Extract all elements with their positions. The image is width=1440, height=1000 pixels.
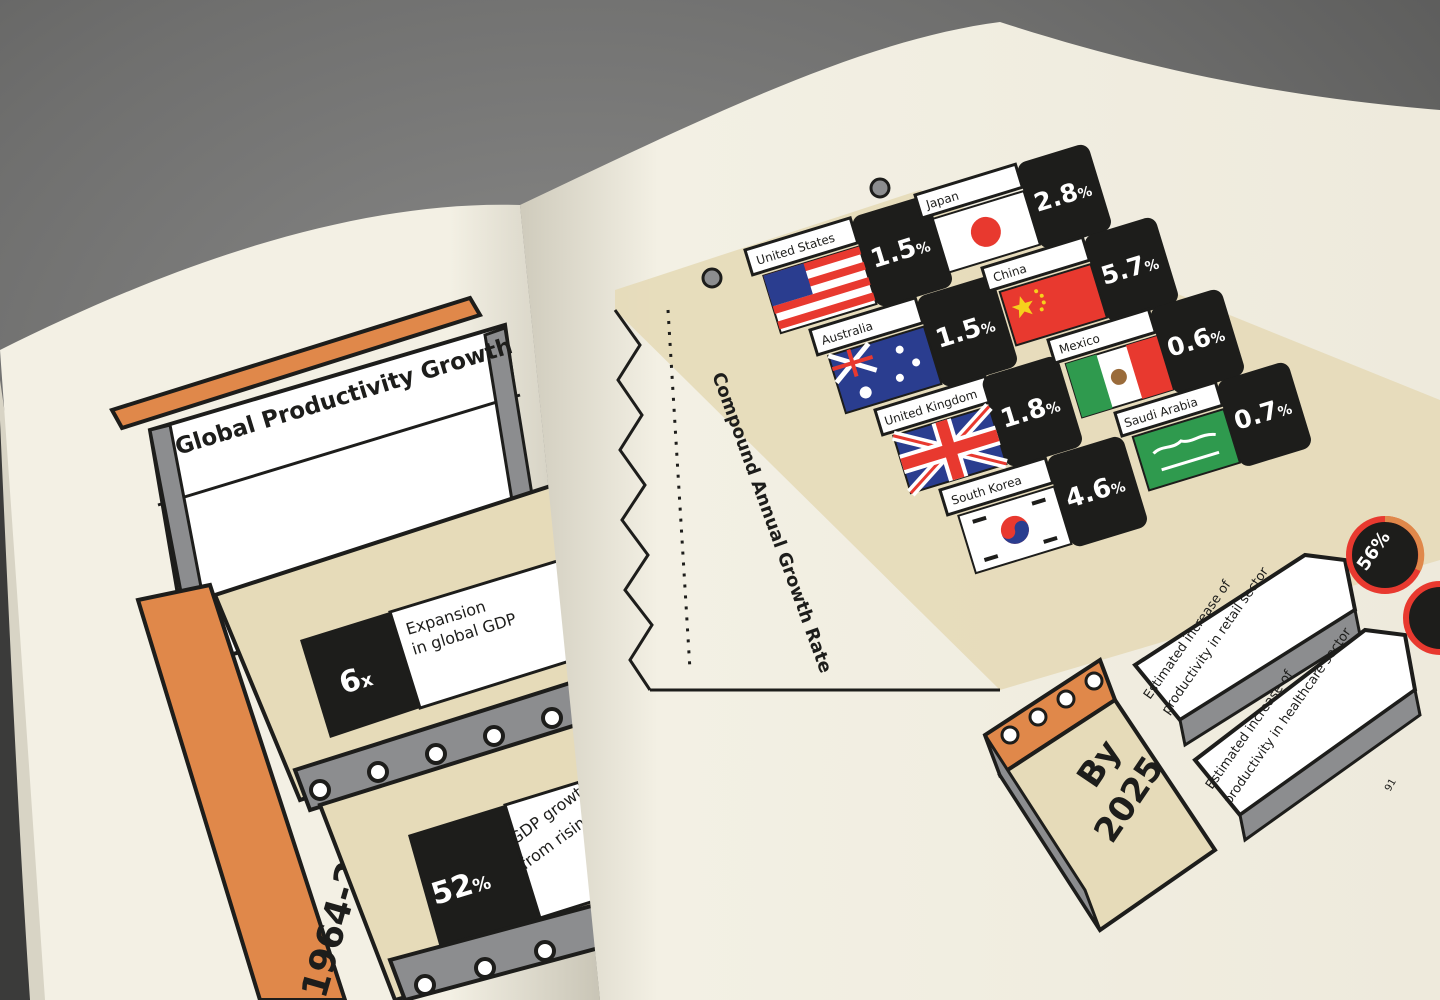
uk-flag-icon (892, 403, 1008, 497)
country-card-united-kingdom: United Kingdom 1.8% (873, 356, 1082, 497)
forecast-item-retail: Estimated increase of productivity in re… (1132, 515, 1425, 748)
saudi-arabia-flag-icon (1131, 407, 1242, 492)
country-card-china: China 5.7% (980, 217, 1178, 347)
country-card-united-states: United States 1.5% (743, 196, 952, 335)
australia-flag-icon (827, 325, 943, 415)
right-page: Compound Annual Growth Rate United State… (520, 22, 1440, 1000)
calendar-icon: By 2025 (982, 656, 1218, 933)
country-list-left: United States 1.5% Australia (743, 196, 1147, 575)
country-card-mexico: Mexico 0.6% (1046, 289, 1244, 419)
country-card-saudi-arabia: Saudi Arabia 0.7% (1113, 362, 1311, 492)
country-card-south-korea: South Korea 4.6% (938, 436, 1147, 575)
country-card-australia: Australia 1.5% (808, 276, 1017, 415)
china-flag-icon (998, 262, 1109, 347)
country-card-japan: Japan 2.8% (913, 144, 1111, 274)
south-korea-flag-icon (957, 485, 1073, 575)
country-list-right: Japan 2.8% China (913, 144, 1311, 492)
us-flag-icon (762, 245, 878, 335)
forecast-section: By 2025 Estimated increase of productivi… (982, 515, 1440, 933)
mexico-flag-icon (1064, 334, 1175, 419)
japan-flag-icon (931, 189, 1042, 274)
